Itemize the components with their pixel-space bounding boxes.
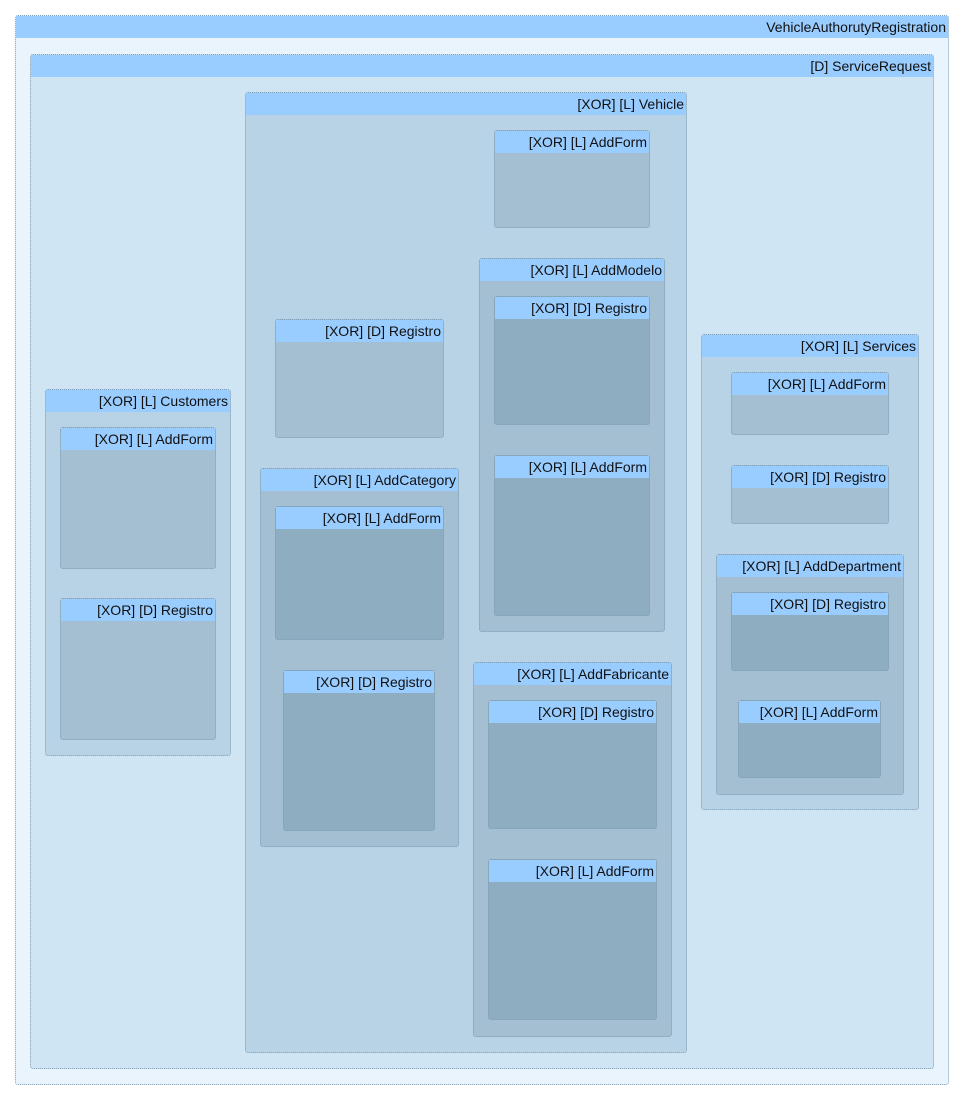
addmodelo-registro-header: [XOR] [D] Registro	[495, 297, 649, 319]
addmodelo-addform-header: [XOR] [L] AddForm	[495, 456, 649, 478]
addmodelo-registro-container: [XOR] [D] Registro	[494, 296, 650, 425]
vehicle-registro-container: [XOR] [D] Registro	[275, 319, 444, 438]
addcategory-header: [XOR] [L] AddCategory	[261, 469, 458, 491]
vehicle-registro-header: [XOR] [D] Registro	[276, 320, 443, 342]
customers-registro-container: [XOR] [D] Registro	[60, 598, 216, 740]
customers-header: [XOR] [L] Customers	[46, 390, 230, 412]
addmodelo-addform-container: [XOR] [L] AddForm	[494, 455, 650, 616]
vehicle-addform-header: [XOR] [L] AddForm	[495, 131, 649, 153]
adddepartment-registro-header: [XOR] [D] Registro	[732, 593, 888, 615]
addfabricante-registro-header: [XOR] [D] Registro	[489, 701, 656, 723]
addcategory-registro-container: [XOR] [D] Registro	[283, 670, 435, 831]
vehicle-addform-container: [XOR] [L] AddForm	[494, 130, 650, 228]
addfabricante-addform-container: [XOR] [L] AddForm	[488, 859, 657, 1020]
vehicle-header: [XOR] [L] Vehicle	[246, 93, 686, 115]
addcategory-registro-header: [XOR] [D] Registro	[284, 671, 434, 693]
customers-registro-header: [XOR] [D] Registro	[61, 599, 215, 621]
adddepartment-registro-container: [XOR] [D] Registro	[731, 592, 889, 671]
adddepartment-addform-container: [XOR] [L] AddForm	[738, 700, 881, 778]
addcategory-addform-header: [XOR] [L] AddForm	[276, 507, 443, 529]
root-header: VehicleAuthorutyRegistration	[16, 16, 948, 38]
adddepartment-addform-header: [XOR] [L] AddForm	[739, 701, 880, 723]
services-header: [XOR] [L] Services	[702, 335, 918, 357]
services-addform-header: [XOR] [L] AddForm	[732, 373, 888, 395]
addmodelo-header: [XOR] [L] AddModelo	[480, 259, 664, 281]
addfabricante-header: [XOR] [L] AddFabricante	[474, 663, 671, 685]
customers-addform-header: [XOR] [L] AddForm	[61, 428, 215, 450]
addfabricante-registro-container: [XOR] [D] Registro	[488, 700, 657, 829]
adddepartment-header: [XOR] [L] AddDepartment	[717, 555, 903, 577]
services-addform-container: [XOR] [L] AddForm	[731, 372, 889, 435]
service-request-header: [D] ServiceRequest	[31, 55, 933, 77]
services-registro-container: [XOR] [D] Registro	[731, 465, 889, 524]
customers-addform-container: [XOR] [L] AddForm	[60, 427, 216, 569]
addfabricante-addform-header: [XOR] [L] AddForm	[489, 860, 656, 882]
services-registro-header: [XOR] [D] Registro	[732, 466, 888, 488]
addcategory-addform-container: [XOR] [L] AddForm	[275, 506, 444, 640]
